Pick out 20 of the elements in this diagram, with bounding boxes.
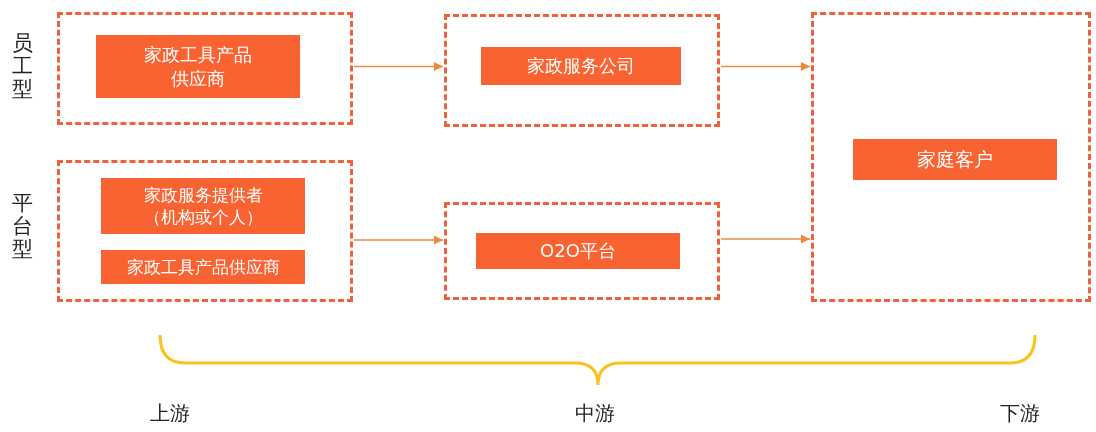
dashed-box (444, 202, 720, 300)
arrow (720, 61, 811, 72)
entity-box: O2O平台 (476, 233, 680, 269)
dashed-box (444, 14, 720, 127)
entity-box: 家政工具产品供应商 (101, 250, 305, 284)
stage-label: 中游 (575, 400, 615, 427)
dashed-box (811, 12, 1091, 302)
stage-label: 下游 (1000, 400, 1040, 427)
dashed-box (57, 160, 353, 302)
entity-box: 家庭客户 (853, 139, 1057, 180)
stage-label: 上游 (150, 400, 190, 427)
entity-box: 家政工具产品供应商 (96, 35, 300, 98)
row-label: 平台型 (12, 192, 33, 262)
dashed-box (57, 12, 353, 125)
arrow (720, 234, 811, 244)
arrow (353, 61, 444, 72)
entity-box: 家政服务提供者（机构或个人） (101, 178, 305, 234)
arrow (353, 235, 444, 245)
entity-box: 家政服务公司 (481, 47, 681, 85)
row-label: 员工型 (12, 32, 33, 102)
